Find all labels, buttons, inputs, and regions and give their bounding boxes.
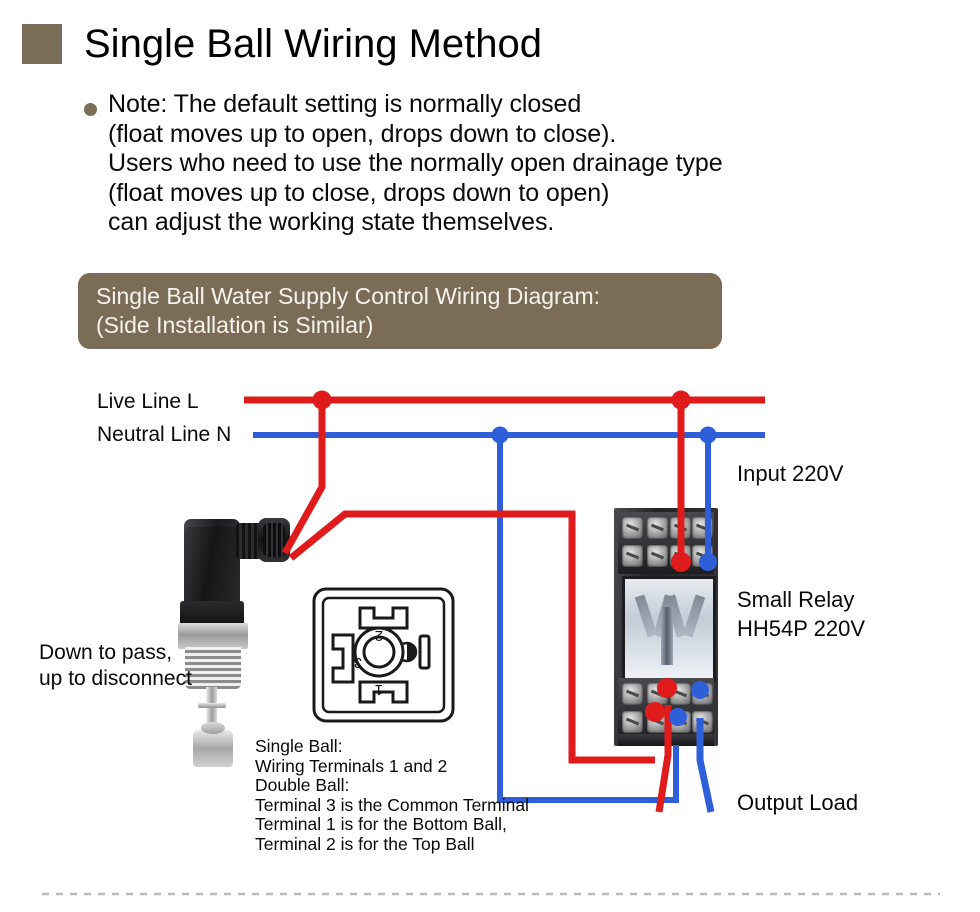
diagram-caption-line-2: (Side Installation is Similar) <box>96 312 374 338</box>
terminal-note-line-1: Single Ball: <box>255 736 343 756</box>
label-relay-line-2: HH54P 220V <box>737 616 866 641</box>
hh54p-relay <box>614 508 724 746</box>
label-output-load: Output Load <box>737 790 859 815</box>
note-block: Note: The default setting is normally cl… <box>84 90 914 238</box>
relay-terminal-screw <box>647 683 668 705</box>
relay-clear-window <box>622 576 716 682</box>
page-title: Single Ball Wiring Method <box>84 22 542 66</box>
page-title-row: Single Ball Wiring Method <box>22 22 542 66</box>
relay-terminal-screw <box>622 545 643 567</box>
relay-terminal-screw <box>692 683 713 705</box>
sensor-float-ball <box>193 722 233 767</box>
float-level-switch <box>178 505 298 767</box>
relay-terminal-screw <box>670 683 691 705</box>
title-accent-square <box>22 24 62 64</box>
relay-terminal-screw <box>670 711 691 733</box>
relay-terminal-screw <box>622 683 643 705</box>
note-line-2: (float moves up to open, drops down to c… <box>108 119 617 148</box>
relay-terminal-screw <box>692 545 713 567</box>
junction-dot-live-sensor <box>312 390 332 410</box>
relay-terminal-screw <box>647 517 668 539</box>
relay-terminal-screw <box>647 711 668 733</box>
relay-top-terminal-block <box>618 512 714 574</box>
relay-coil <box>661 607 673 665</box>
relay-terminal-screw <box>692 711 713 733</box>
label-neutral-line: Neutral Line N <box>97 423 232 446</box>
diagram-caption-banner: Single Ball Water Supply Control Wiring … <box>78 273 722 349</box>
label-relay-line-1: Small Relay <box>737 587 855 612</box>
relay-bottom-terminal-block <box>618 678 714 740</box>
relay-terminal-screw <box>622 517 643 539</box>
relay-contact-arm <box>682 594 706 638</box>
diagram-caption-line-1: Single Ball Water Supply Control Wiring … <box>96 283 601 309</box>
pinout-label-left: 3 <box>354 654 362 671</box>
relay-terminal-screw <box>670 545 691 567</box>
relay-terminal-screw <box>647 545 668 567</box>
terminal-note-line-2: Wiring Terminals 1 and 2 <box>255 755 448 776</box>
relay-terminal-screw <box>670 517 691 539</box>
terminal-note-line-6: Terminal 2 is for the Top Ball <box>255 833 475 854</box>
sensor-stop-ring <box>198 703 226 708</box>
terminal-note-line-5: Terminal 1 is for the Bottom Ball, <box>255 814 507 834</box>
junction-dot-neutral-load <box>491 426 509 444</box>
pinout-label-top: 2 <box>375 627 383 644</box>
sensor-collar <box>180 601 244 627</box>
note-line-1: Note: The default setting is normally cl… <box>108 90 582 118</box>
label-sensor-operation: Down to pass, up to disconnect <box>39 640 192 692</box>
sensor-hex-nut <box>178 623 248 649</box>
label-sensor-operation-line-2: up to disconnect <box>39 667 192 690</box>
label-relay: Small Relay HH54P 220V <box>737 585 865 643</box>
terminal-wiring-note: Single Ball: Wiring Terminals 1 and 2 Do… <box>255 736 529 854</box>
junction-dot-live-relay <box>671 390 691 410</box>
pinout-ground-bar <box>418 634 431 670</box>
sensor-cable-gland <box>258 518 290 562</box>
bullet-dot-icon <box>84 103 97 116</box>
note-line-5: can adjust the working state themselves. <box>108 208 555 236</box>
relay-terminal-screw <box>622 711 643 733</box>
relay-socket-base <box>618 734 714 746</box>
sensor-housing-body <box>184 527 240 609</box>
pinout-label-bottom: 1 <box>375 681 383 698</box>
label-live-line: Live Line L <box>97 390 199 413</box>
note-text: Note: The default setting is normally cl… <box>108 90 914 238</box>
relay-terminal-screw <box>692 517 713 539</box>
terminal-note-line-4: Terminal 3 is the Common Terminal <box>255 794 529 815</box>
junction-dot-neutral-relay <box>699 426 717 444</box>
pinout-drawing: 2 1 3 <box>312 587 455 723</box>
terminal-note-line-3: Double Ball: <box>255 775 350 795</box>
sensor-threaded-body <box>185 647 241 689</box>
sensor-cable-neck <box>236 523 262 559</box>
din-connector-pinout: 2 1 3 <box>311 586 456 724</box>
label-input-voltage: Input 220V <box>737 461 844 486</box>
note-line-4: (float moves up to close, drops down to … <box>108 178 610 207</box>
label-sensor-operation-line-1: Down to pass, <box>39 641 173 664</box>
note-line-3: Users who need to use the normally open … <box>108 149 723 177</box>
